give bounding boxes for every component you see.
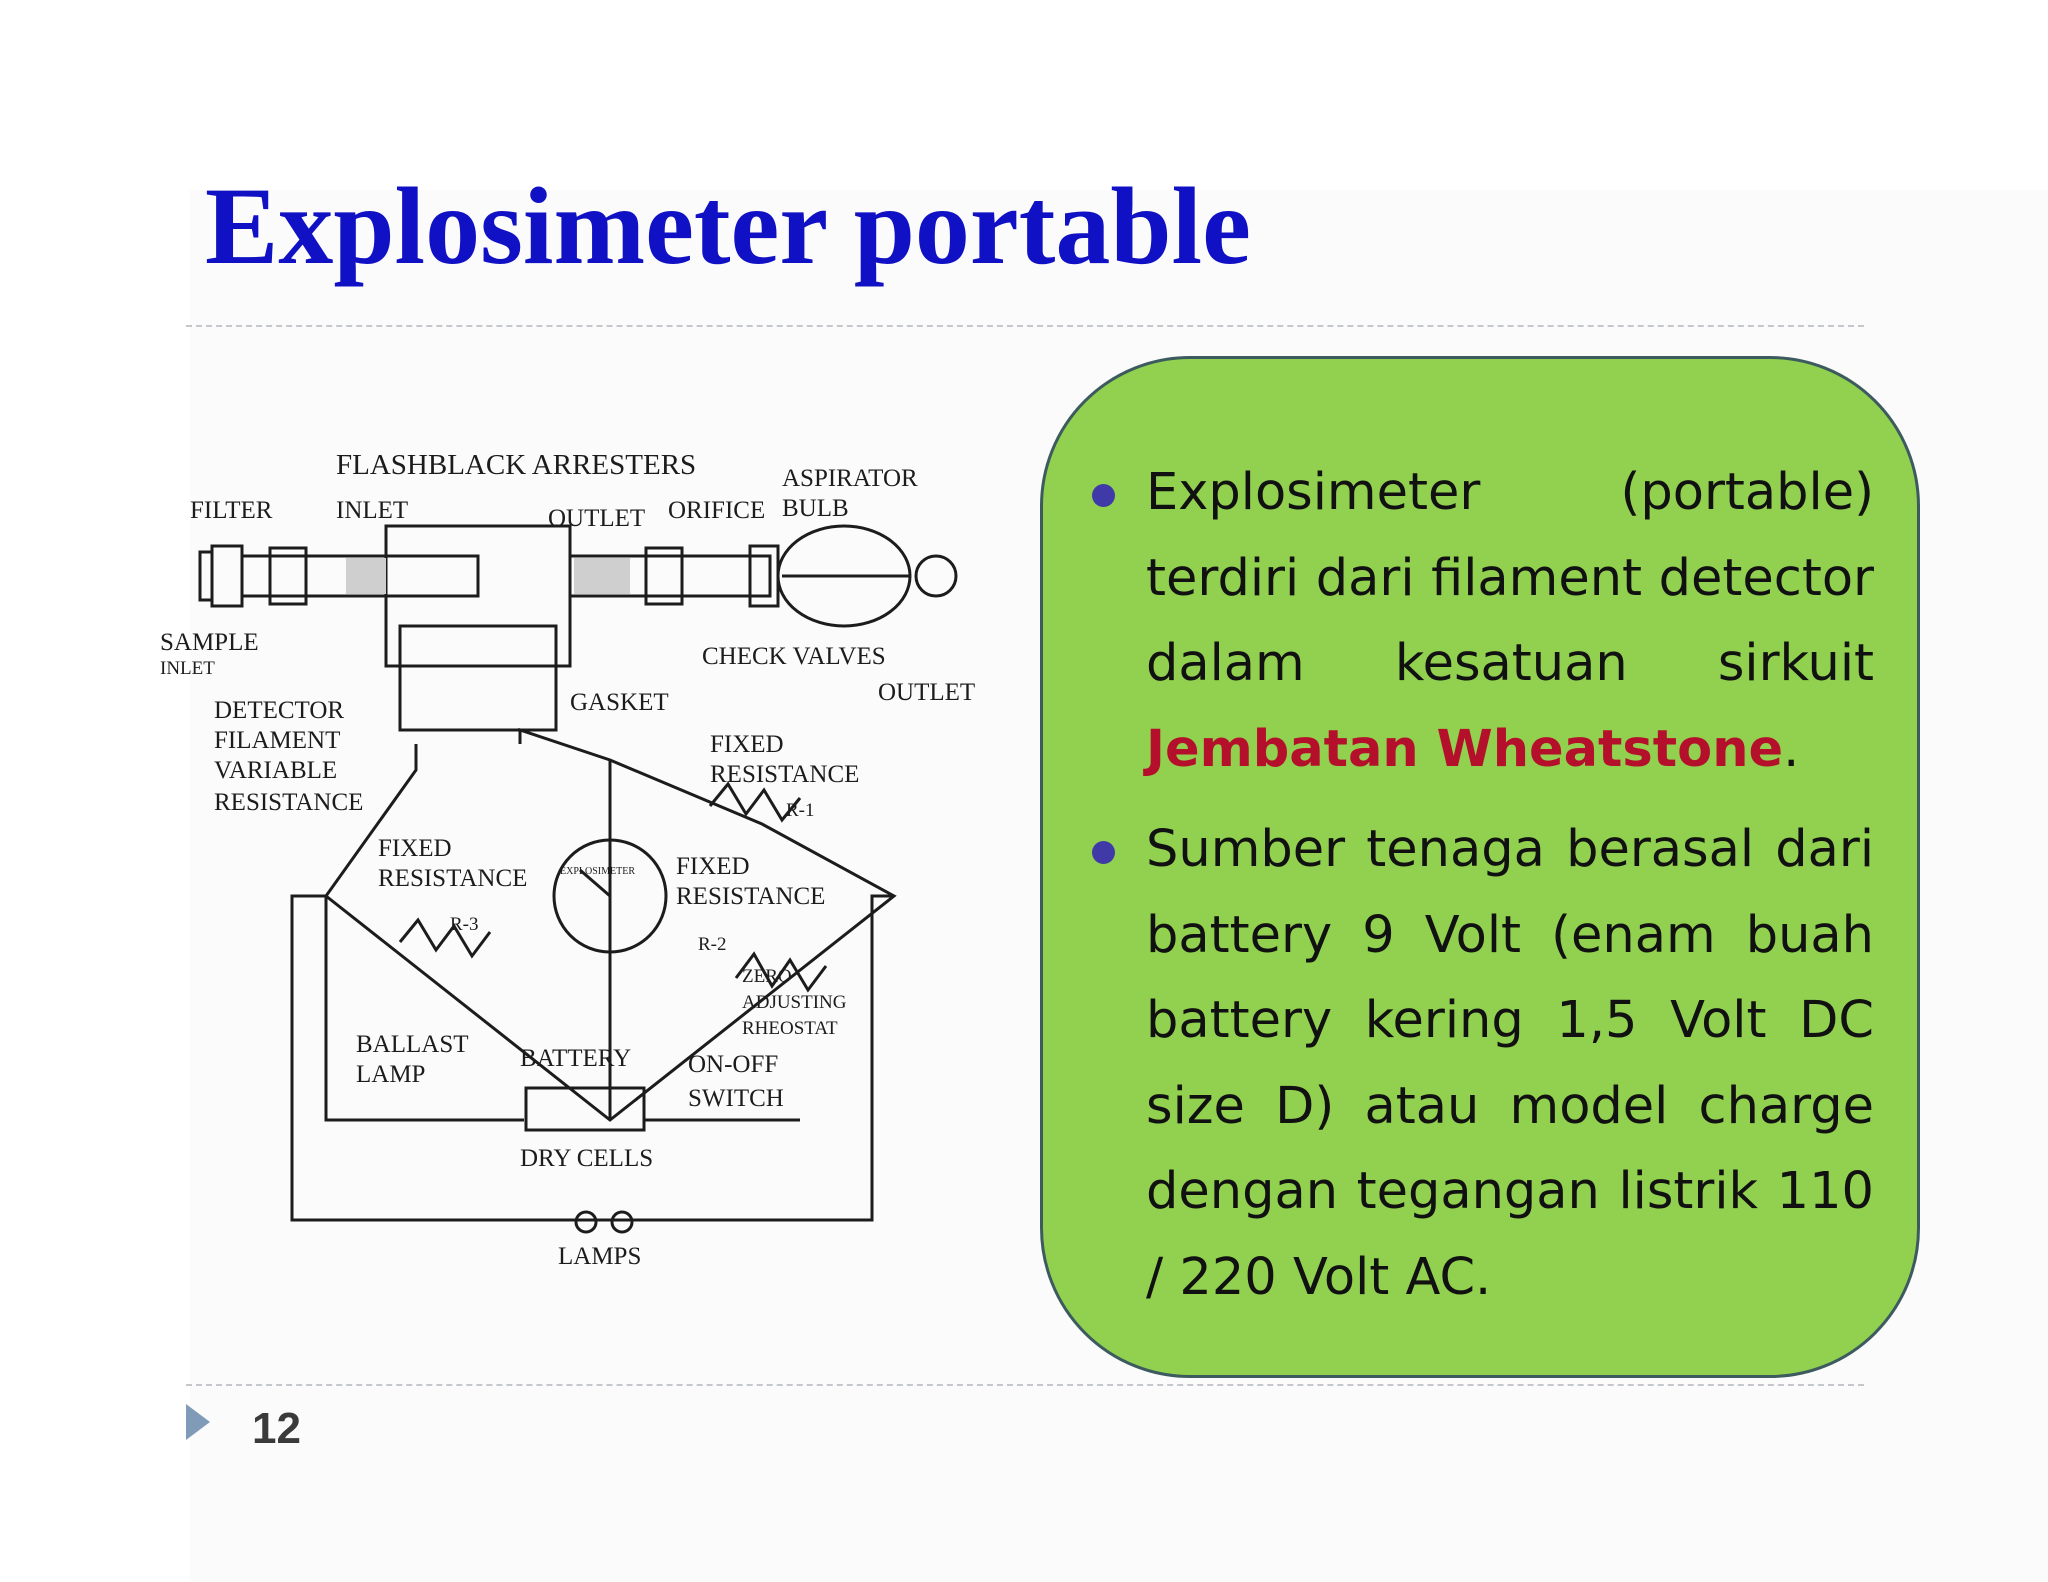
label-lamps: LAMPS bbox=[558, 1243, 641, 1270]
bullet-1-highlight: Jembatan Wheatstone bbox=[1146, 719, 1784, 779]
bullet-item: Sumber tenaga berasal dari battery 9 Vol… bbox=[1088, 807, 1874, 1320]
label-dry-cells: DRY CELLS bbox=[520, 1145, 653, 1172]
lamp-2 bbox=[610, 1210, 634, 1234]
triangle-right-icon[interactable] bbox=[186, 1404, 210, 1440]
inlet-nut bbox=[268, 546, 308, 606]
label-flashback: FLASHBLACK ARRESTERS bbox=[336, 449, 696, 481]
label-fixed-r2: FIXED bbox=[676, 853, 750, 880]
label-filter: FILTER bbox=[190, 497, 273, 524]
label-meter: EXPLOSIMETER bbox=[560, 866, 635, 877]
label-switch: SWITCH bbox=[688, 1085, 784, 1112]
label-rheostat: RHEOSTAT bbox=[742, 1018, 838, 1039]
label-resistance-r2: RESISTANCE bbox=[676, 883, 825, 910]
dry-cells bbox=[524, 1086, 646, 1132]
label-outlet-top: OUTLET bbox=[548, 505, 645, 532]
label-fixed-r3: FIXED bbox=[378, 835, 452, 862]
info-bullet-list: Explosimeter (portable) terdiri dari fil… bbox=[1088, 450, 1874, 1335]
label-detector: DETECTOR bbox=[214, 697, 344, 724]
label-bulb: BULB bbox=[782, 495, 849, 522]
bullet-item: Explosimeter (portable) terdiri dari fil… bbox=[1088, 450, 1874, 792]
label-resistance-r3: RESISTANCE bbox=[378, 865, 527, 892]
page-number: 12 bbox=[252, 1404, 301, 1453]
label-filament: FILAMENT bbox=[214, 727, 340, 754]
filter-body bbox=[210, 544, 244, 608]
r1-resistor bbox=[708, 781, 802, 823]
label-inlet: INLET bbox=[336, 497, 408, 524]
label-ballast: BALLAST bbox=[356, 1031, 469, 1058]
circle-bullet-icon bbox=[1092, 484, 1115, 507]
slide-title: Explosimeter portable bbox=[205, 165, 1251, 287]
filter-cap bbox=[198, 550, 214, 602]
label-resistance-r1: RESISTANCE bbox=[710, 761, 859, 788]
info-panel bbox=[1040, 356, 1920, 1378]
lamp-1 bbox=[574, 1210, 598, 1234]
label-battery: BATTERY bbox=[520, 1045, 631, 1072]
meter-dial bbox=[552, 838, 668, 954]
detector-chamber bbox=[398, 624, 558, 732]
bullet-1-end: . bbox=[1783, 719, 1800, 779]
label-orifice: ORIFICE bbox=[668, 497, 765, 524]
label-on-off: ON-OFF bbox=[688, 1051, 778, 1078]
inlet-tube bbox=[240, 554, 480, 598]
label-variable: VARIABLE bbox=[214, 757, 337, 784]
label-inlet-small: INLET bbox=[160, 658, 215, 679]
bullet-1-text: Explosimeter (portable) terdiri dari fil… bbox=[1146, 463, 1874, 693]
label-aspirator: ASPIRATOR bbox=[782, 465, 918, 492]
orifice-nut bbox=[644, 546, 684, 606]
bullet-2-text: Sumber tenaga berasal dari battery 9 Vol… bbox=[1146, 820, 1874, 1307]
label-gasket: GASKET bbox=[570, 689, 669, 716]
label-fixed-r1: FIXED bbox=[710, 731, 784, 758]
label-outlet-right: OUTLET bbox=[878, 679, 975, 706]
outlet-tube bbox=[568, 554, 772, 598]
top-divider bbox=[186, 325, 1864, 327]
label-r3: R-3 bbox=[450, 914, 479, 935]
r2-resistor bbox=[734, 951, 828, 993]
circle-bullet-icon bbox=[1092, 841, 1115, 864]
bottom-divider bbox=[186, 1384, 1864, 1386]
label-lamp: LAMP bbox=[356, 1061, 425, 1088]
label-sample: SAMPLE bbox=[160, 629, 259, 656]
label-r2: R-2 bbox=[698, 934, 727, 955]
label-resistance-left: RESISTANCE bbox=[214, 789, 363, 816]
label-check-valves: CHECK VALVES bbox=[702, 643, 886, 670]
label-r1: R-1 bbox=[786, 800, 815, 821]
explosimeter-circuit-diagram: FLASHBLACK ARRESTERS ASPIRATOR BULB FILT… bbox=[160, 449, 975, 1270]
label-adjusting: ADJUSTING bbox=[742, 992, 847, 1013]
label-zero: ZERO bbox=[742, 966, 792, 987]
r3-resistor bbox=[398, 917, 492, 959]
outlet-valve bbox=[914, 554, 958, 598]
